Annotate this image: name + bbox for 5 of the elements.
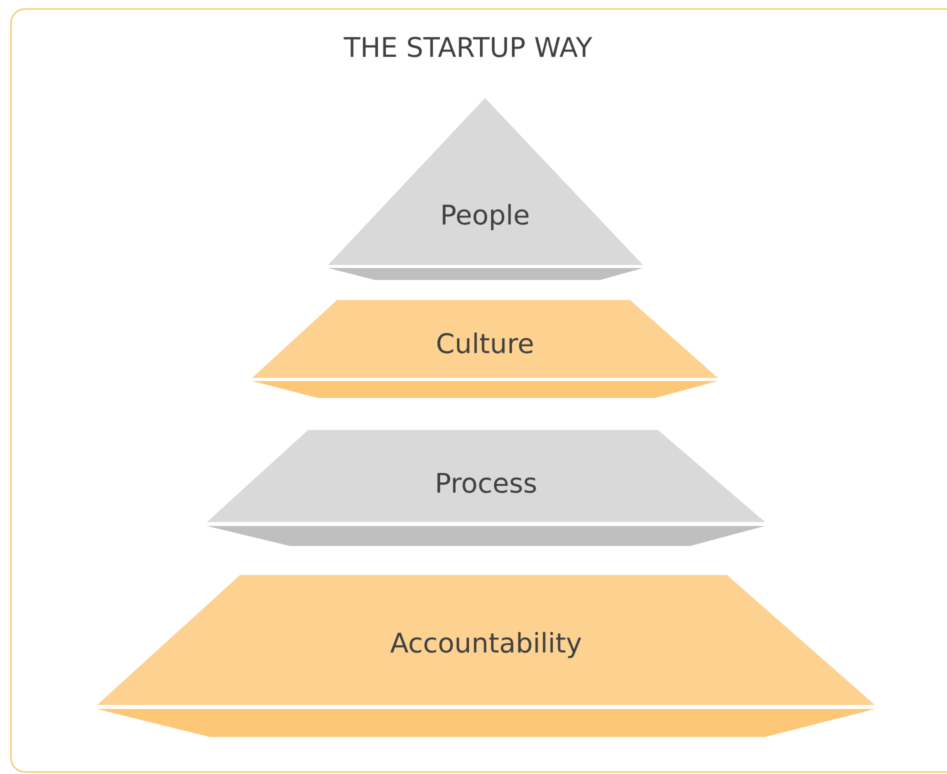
- pyramid-level: Process: [207, 430, 765, 546]
- pyramid-level: Accountability: [97, 575, 875, 737]
- title: THE STARTUP WAY: [344, 36, 592, 58]
- pyramid-level: Culture: [252, 300, 718, 398]
- pyramid-level: People: [328, 98, 643, 280]
